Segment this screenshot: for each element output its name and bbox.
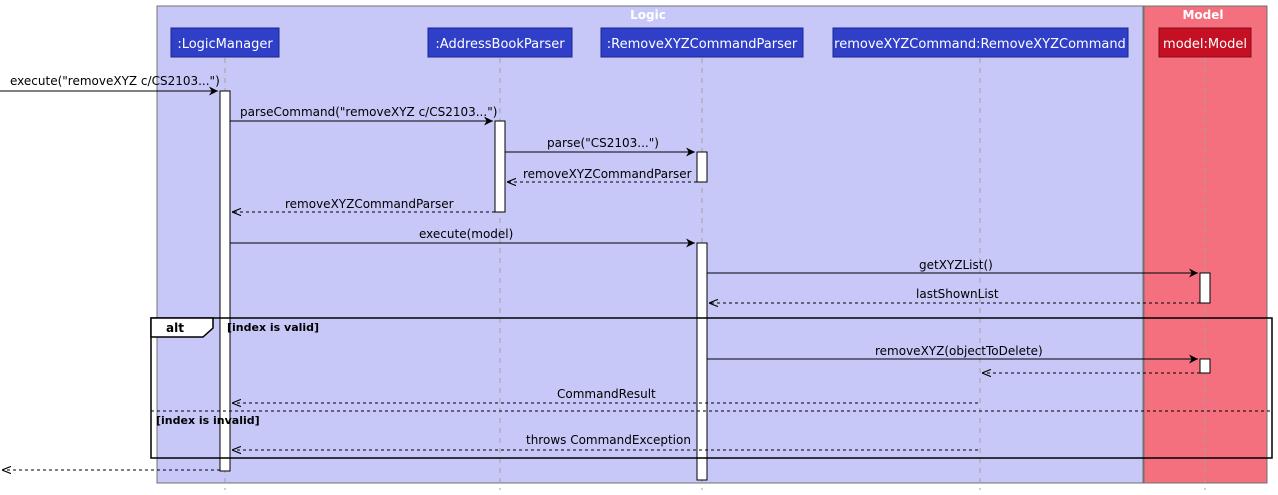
- message-remove-xyz: removeXYZ(objectToDelete): [707, 344, 1198, 364]
- message-label: removeXYZCommandParser: [285, 197, 454, 211]
- participant-remove-command-parser: :RemoveXYZCommandParser: [600, 27, 804, 58]
- logic-group-title: Logic: [630, 8, 666, 22]
- activation-address-book-parser: [494, 120, 506, 213]
- activation-model-get-list: [1199, 272, 1211, 304]
- message-execute-model: execute(model): [230, 227, 695, 248]
- message-command-result: CommandResult: [232, 387, 978, 403]
- activation-bars: [219, 90, 1211, 481]
- message-parse: parse("CS2103..."): [505, 136, 695, 157]
- message-return-parser-1: removeXYZCommandParser: [507, 167, 697, 182]
- activation-remove-parser-parse: [696, 151, 708, 183]
- participant-remove-command: removeXYZCommand:RemoveXYZCommand: [832, 27, 1129, 58]
- message-label: execute(model): [419, 227, 513, 241]
- message-label: removeXYZ(objectToDelete): [875, 344, 1043, 358]
- messages: execute("removeXYZ c/CS2103...") parseCo…: [0, 74, 1200, 470]
- message-parse-command: parseCommand("removeXYZ c/CS2103..."): [230, 105, 497, 126]
- alt-frame: alt [index is valid] [index is invalid]: [150, 317, 1273, 459]
- message-last-shown-list: lastShownList: [709, 287, 1200, 303]
- participant-label: :RemoveXYZCommandParser: [607, 37, 798, 52]
- model-group-box: [1143, 5, 1268, 484]
- message-execute: execute("removeXYZ c/CS2103..."): [0, 74, 220, 96]
- model-group: Model: [1143, 5, 1268, 484]
- activation-model-remove: [1199, 358, 1211, 374]
- alt-guard-valid: [index is valid]: [227, 321, 319, 334]
- message-label: parse("CS2103..."): [547, 136, 659, 150]
- message-label: throws CommandException: [526, 433, 691, 447]
- alt-frame-keyword: alt: [166, 321, 184, 335]
- alt-guard-invalid: [index is invalid]: [156, 414, 260, 427]
- message-get-xyz-list: getXYZList(): [707, 258, 1198, 278]
- message-label: lastShownList: [916, 287, 999, 301]
- participant-logic-manager: :LogicManager: [170, 27, 280, 58]
- activation-logic-manager: [219, 90, 231, 472]
- participant-label: removeXYZCommand:RemoveXYZCommand: [834, 37, 1126, 52]
- alt-frame-tab: [150, 317, 214, 338]
- model-group-title: Model: [1182, 8, 1223, 22]
- message-return-parser-2: removeXYZCommandParser: [232, 197, 495, 212]
- activation-remove-parser-execute: [696, 242, 708, 481]
- participant-label: :LogicManager: [177, 37, 273, 52]
- message-label: parseCommand("removeXYZ c/CS2103..."): [240, 105, 497, 119]
- alt-frame-box: [150, 317, 1273, 459]
- participant-label: model:Model: [1163, 37, 1247, 52]
- message-label: getXYZList(): [919, 258, 993, 272]
- participant-address-book-parser: :AddressBookParser: [427, 27, 573, 58]
- message-label: CommandResult: [557, 387, 656, 401]
- message-label: execute("removeXYZ c/CS2103..."): [10, 74, 220, 88]
- message-label: removeXYZCommandParser: [523, 167, 692, 181]
- message-throws-exception: throws CommandException: [232, 433, 978, 450]
- participant-model: model:Model: [1158, 27, 1252, 58]
- participant-label: :AddressBookParser: [435, 37, 565, 52]
